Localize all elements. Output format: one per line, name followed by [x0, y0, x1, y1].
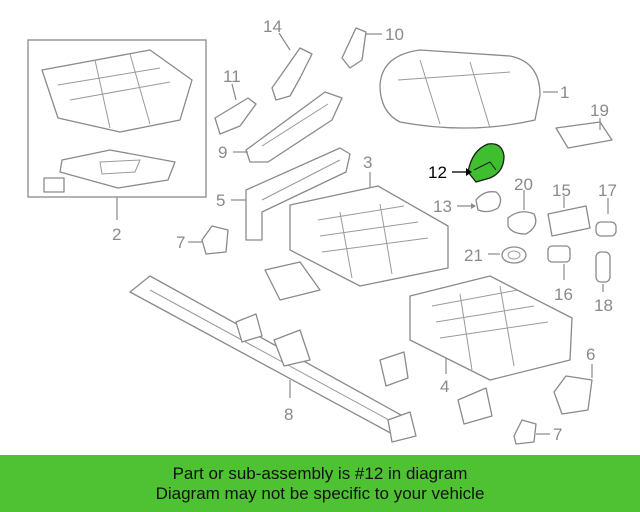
part-7-clip-lower	[513, 419, 537, 445]
part-11-cover	[214, 97, 257, 135]
callout-21: 21	[464, 246, 483, 265]
callout-20: 20	[514, 175, 533, 194]
callout-5: 5	[216, 191, 225, 210]
callout-7-upper: 7	[176, 233, 185, 252]
part-2-cushion-frame	[27, 39, 207, 198]
part-16-button	[547, 245, 571, 263]
callout-11: 11	[223, 67, 241, 86]
callout-18: 18	[594, 296, 613, 315]
part-18-handle	[595, 251, 611, 283]
callout-16: 16	[554, 285, 573, 304]
banner-line-1: Part or sub-assembly is #12 in diagram	[172, 463, 468, 483]
callout-14: 14	[263, 17, 282, 36]
callout-19: 19	[590, 101, 609, 120]
part-5-rail-bracket	[245, 147, 351, 241]
part-3-seat-frame	[264, 185, 449, 301]
callout-17: 17	[598, 181, 617, 200]
callout-4: 4	[440, 377, 449, 396]
part-12-highlighted-cover	[467, 143, 505, 183]
part-9-side-trim	[245, 91, 343, 163]
part-13-cap	[475, 191, 502, 213]
part-15-switch	[547, 205, 591, 237]
part-10-bracket	[341, 27, 367, 69]
part-6-bracket	[553, 375, 593, 415]
callout-12: 12	[428, 163, 447, 182]
part-4-lower-frame	[379, 275, 573, 425]
callout-1: 1	[560, 83, 569, 102]
callout-6: 6	[586, 345, 595, 364]
part-8-floor-rail	[129, 275, 417, 443]
notice-banner: Part or sub-assembly is #12 in diagram D…	[0, 455, 640, 512]
callout-8: 8	[284, 405, 293, 424]
part-17-knob	[595, 221, 617, 237]
parts-diagram: 2 14 10 1 11 9 19 12	[27, 17, 617, 445]
part-21-ring	[501, 246, 527, 264]
part-20-knob	[507, 211, 537, 235]
part-19-module	[555, 121, 613, 149]
callout-2: 2	[112, 225, 121, 244]
callout-7-lower: 7	[553, 425, 562, 444]
callout-15: 15	[552, 181, 571, 200]
part-1-seat-cushion	[379, 49, 541, 129]
banner-line-2: Diagram may not be specific to your vehi…	[155, 483, 485, 503]
callout-9: 9	[218, 143, 227, 162]
part-7-clip-upper	[201, 225, 229, 255]
callout-10: 10	[385, 25, 404, 44]
part-14-shield	[271, 47, 313, 101]
callout-13: 13	[433, 197, 452, 216]
callout-3: 3	[363, 153, 372, 172]
